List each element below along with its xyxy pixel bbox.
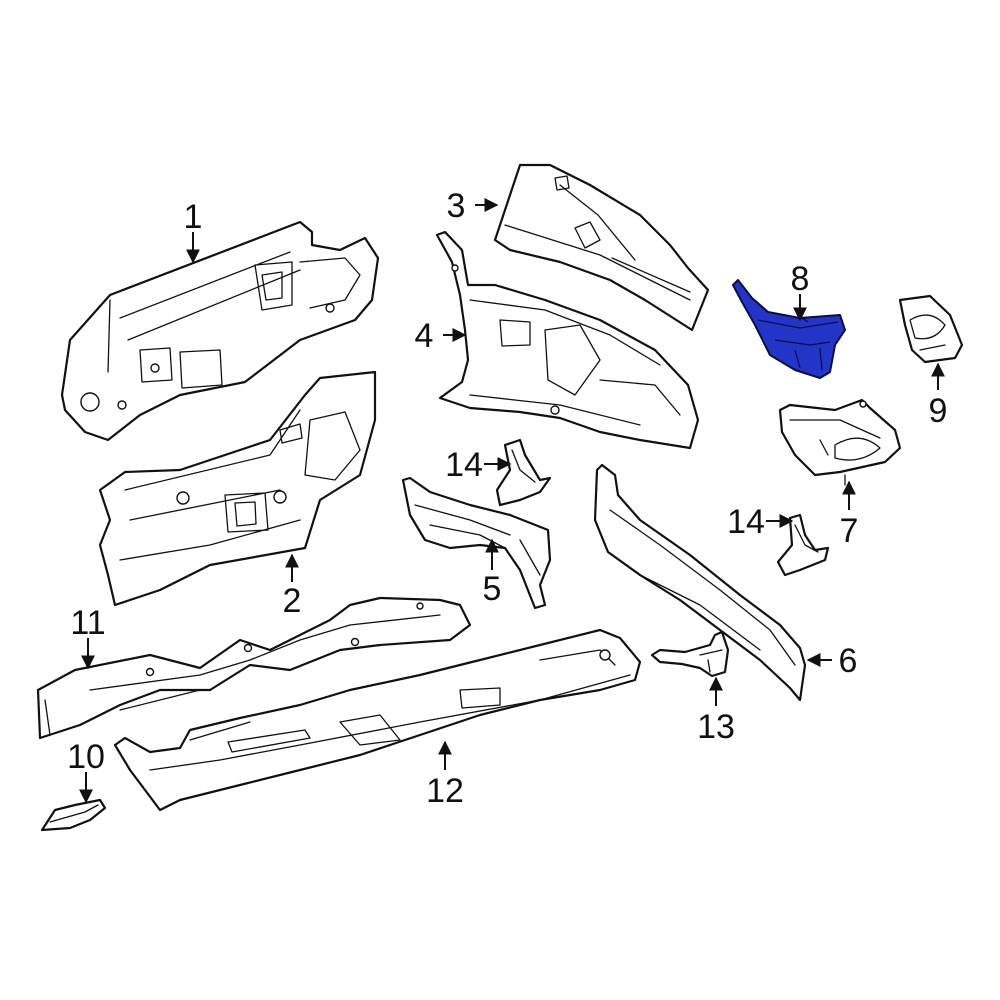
part-13-bracket[interactable] [650, 630, 730, 678]
part-1-dash-panel-insulator[interactable] [60, 220, 380, 442]
part-12-floor-shield[interactable] [113, 628, 642, 812]
callout-12: 12 [426, 772, 464, 810]
callout-2: 2 [283, 582, 302, 620]
callout-4: 4 [415, 317, 434, 355]
part-10-small-bracket[interactable] [40, 798, 107, 832]
part-9-small-insulator[interactable] [898, 294, 964, 364]
callout-3: 3 [447, 187, 466, 225]
part-2-lower-insulator[interactable] [98, 370, 377, 607]
callout-10: 10 [67, 738, 105, 776]
callout-9: 9 [929, 392, 948, 430]
callout-5: 5 [483, 570, 502, 608]
callout-6: 6 [839, 642, 858, 680]
callout-labels: 1 2 3 4 5 6 7 8 9 10 11 12 13 14 14 [67, 187, 947, 810]
part-14-clip-a[interactable] [495, 438, 552, 507]
callout-14b: 14 [727, 503, 765, 541]
callout-14a: 14 [445, 446, 483, 484]
part-3-upper-insulator[interactable] [493, 163, 710, 332]
part-4-center-insulator[interactable] [435, 230, 700, 450]
callout-8: 8 [791, 260, 810, 298]
part-14-clip-b[interactable] [776, 513, 830, 577]
part-11-heat-shield[interactable] [36, 596, 472, 740]
callout-7: 7 [840, 512, 859, 550]
part-6-long-shield[interactable] [593, 463, 807, 702]
part-8-highlighted-shield[interactable] [732, 279, 846, 379]
callout-1: 1 [184, 198, 203, 236]
callout-11: 11 [70, 604, 105, 642]
callout-leaders [79, 198, 945, 804]
part-7-bracket-shield[interactable] [778, 398, 902, 486]
callout-13: 13 [697, 708, 735, 746]
